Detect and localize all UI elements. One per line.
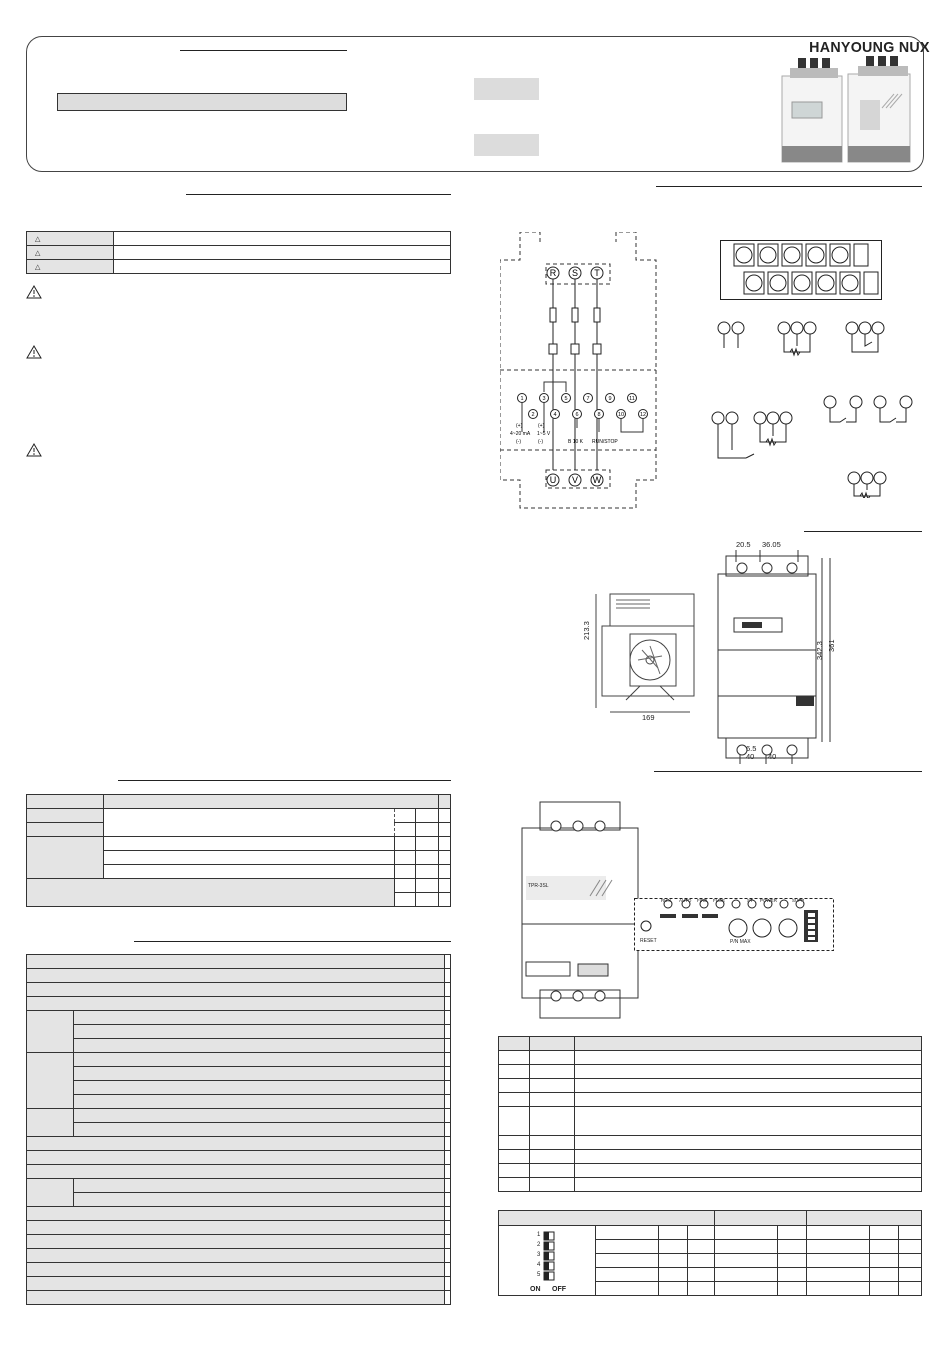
spec-table	[26, 954, 452, 1305]
dim-213-3: 213.3	[582, 621, 591, 640]
wiring-diagram: R S T U V W 1 3 5 7 9 11 2 4 6 8 10 12 (…	[500, 232, 657, 509]
led-power-label: POWER	[760, 898, 778, 903]
column-divider	[474, 186, 475, 1316]
dim-6-5: 6.5	[746, 744, 757, 753]
b10k-label: B 10 K	[568, 439, 584, 445]
warning-icon	[26, 345, 42, 359]
dip-switch-table	[498, 1210, 922, 1296]
header-title-rule	[180, 50, 347, 51]
dim-361: 361	[827, 639, 836, 652]
terminal-3: 3	[542, 396, 545, 402]
input-wiring-examples	[711, 321, 913, 498]
front-panel-zoom	[634, 898, 834, 951]
section-rule-safety	[186, 194, 451, 195]
phase-w-label: W	[593, 475, 602, 485]
section-rule-model	[118, 780, 451, 781]
warning-icon: △	[35, 263, 41, 271]
led-fire-label: FIRE	[697, 898, 708, 903]
parts-table	[498, 1036, 922, 1192]
dim-20-5: 20.5	[736, 540, 751, 549]
dip-1: 1	[537, 1232, 541, 1238]
v-label: 1~5 V	[537, 431, 551, 437]
terminal-1: 1	[520, 396, 523, 402]
dip-switch-graphic	[543, 1231, 555, 1281]
phase-u-label: U	[550, 475, 557, 485]
terminal-2: 2	[531, 412, 534, 418]
terminal-12: 12	[640, 412, 646, 418]
minus-label-2: (-)	[538, 439, 543, 445]
terminal-4: 4	[553, 412, 556, 418]
pn-max-label: P/N MAX	[730, 939, 751, 945]
header-frame	[26, 36, 924, 172]
terminal-10: 10	[618, 412, 624, 418]
led-supp-label: SUPP	[792, 898, 805, 903]
section-rule-dimensions	[804, 531, 922, 532]
brand-logo: HANYOUNG NUX	[809, 39, 930, 56]
model-code-table	[25, 794, 451, 907]
dim-40-right: 40	[768, 752, 777, 761]
section-rule-parts	[654, 771, 922, 772]
plus-label-2: (+)	[538, 423, 545, 429]
model-bar	[57, 93, 347, 111]
dim-342-3: 342.3	[815, 641, 824, 660]
unit-model-label: TPR-3SL	[528, 883, 549, 889]
warning-icon: △	[35, 235, 41, 243]
led-fuse-label: FUSE	[713, 898, 726, 903]
dim-36-05: 36.05	[762, 540, 781, 549]
side-view-drawing	[595, 593, 695, 713]
danger-icon	[26, 285, 42, 299]
dip-3: 3	[537, 1252, 541, 1258]
dip-2: 2	[537, 1242, 541, 1248]
runstop-label: RUN/STOP	[592, 439, 618, 445]
terminal-5: 5	[564, 396, 567, 402]
warning-icon: △	[35, 249, 41, 257]
dip-off-label: OFF	[552, 1286, 566, 1293]
phase-t-label: T	[594, 268, 600, 278]
led-st-label: ST	[747, 898, 753, 903]
dip-on-label: ON	[530, 1286, 541, 1293]
led-run-label: RUN	[661, 898, 671, 903]
terminal-7: 7	[586, 396, 589, 402]
section-rule-spec	[134, 941, 451, 942]
terminal-6: 6	[575, 412, 578, 418]
grey-label-1	[474, 78, 539, 100]
terminal-9: 9	[608, 396, 611, 402]
phase-r-label: R	[550, 268, 557, 278]
dim-169: 169	[642, 713, 655, 722]
terminal-8: 8	[597, 412, 600, 418]
terminal-block-diagram	[720, 240, 882, 300]
dip-5: 5	[537, 1272, 541, 1278]
terminal-11: 11	[629, 396, 635, 402]
dim-40-left: 40	[746, 752, 755, 761]
phase-v-label: V	[572, 475, 578, 485]
product-photo	[781, 56, 911, 163]
caution-icon	[26, 443, 42, 457]
safety-table: △ △ △	[26, 231, 451, 274]
section-rule-connection	[656, 186, 922, 187]
front-view-drawing	[717, 550, 831, 764]
grey-label-2	[474, 134, 539, 156]
led-auto-label: AUTO	[679, 898, 692, 903]
reset-label: RESET	[640, 938, 657, 944]
plus-label: (+)	[516, 423, 523, 429]
dip-4: 4	[537, 1262, 541, 1268]
ma-label: 4~20 mA	[510, 431, 531, 437]
parts-diagram	[521, 801, 639, 1019]
minus-label: (-)	[516, 439, 521, 445]
phase-s-label: S	[572, 268, 578, 278]
